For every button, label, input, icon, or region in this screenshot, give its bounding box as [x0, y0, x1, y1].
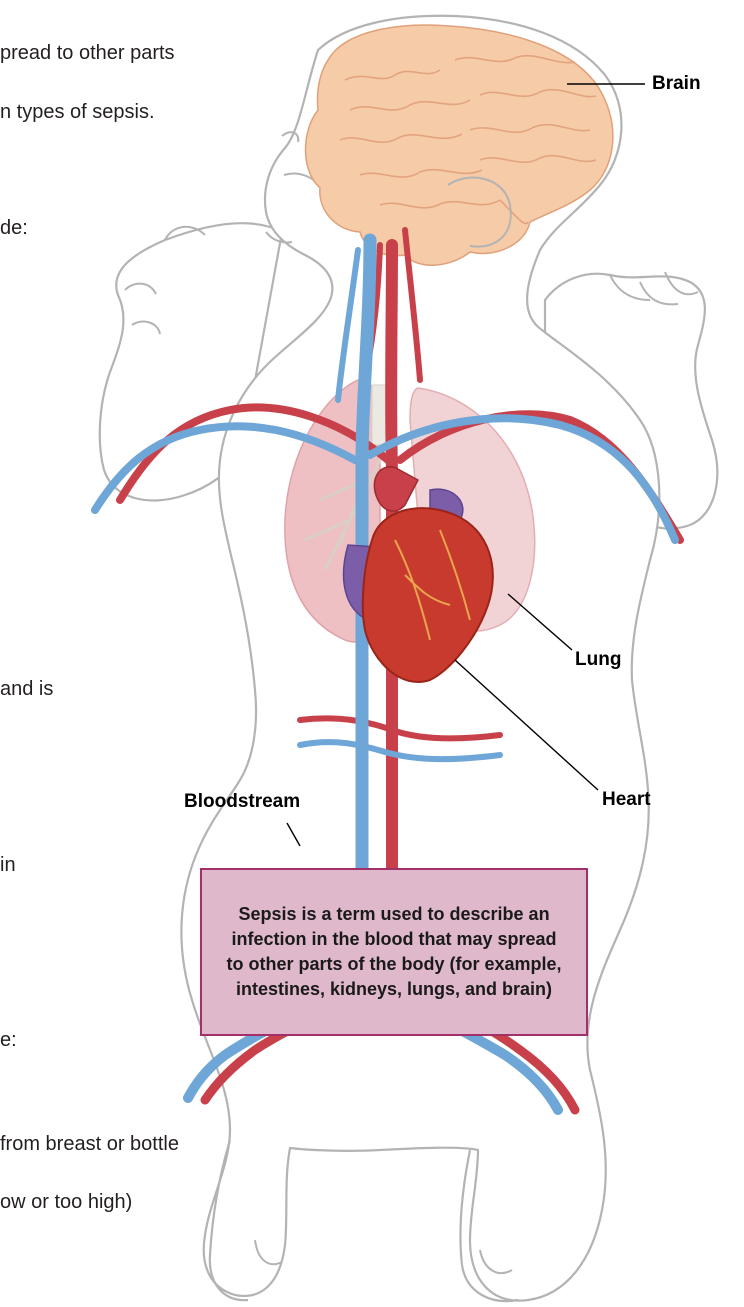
heart-label: Heart	[602, 790, 651, 809]
lung-label: Lung	[575, 650, 621, 669]
brain	[306, 25, 613, 265]
brain-label: Brain	[652, 74, 701, 93]
sepsis-callout-text: Sepsis is a term used to describe an inf…	[224, 902, 564, 1002]
bloodstream-label: Bloodstream	[184, 792, 300, 811]
sepsis-callout-box: Sepsis is a term used to describe an inf…	[200, 868, 588, 1036]
